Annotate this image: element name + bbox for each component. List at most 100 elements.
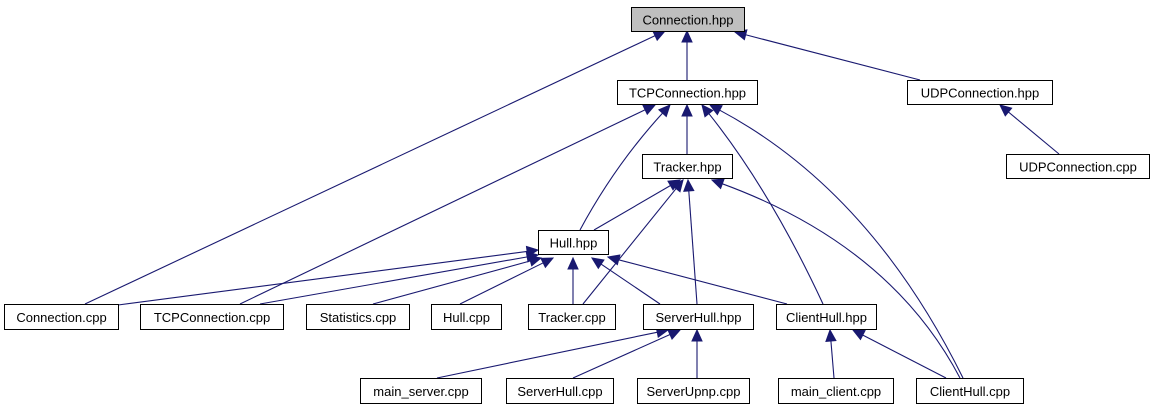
root-node-box[interactable] — [631, 7, 745, 32]
node-label: TCPConnection.cpp — [154, 310, 270, 325]
edge-line — [572, 333, 672, 379]
edge-main_client_cpp-to-clienthull_hpp — [825, 328, 837, 379]
node-box[interactable] — [907, 80, 1053, 105]
node-box[interactable] — [506, 378, 614, 404]
arrowhead-icon — [590, 257, 605, 270]
arrowhead-icon — [999, 104, 1013, 117]
node-box[interactable] — [643, 304, 754, 330]
arrowhead-icon — [528, 255, 543, 267]
node-serverupnp-cpp[interactable]: ServerUpnp.cpp — [637, 378, 750, 404]
node-box[interactable] — [1006, 154, 1150, 179]
arrowhead-icon — [691, 328, 703, 342]
edge-line — [436, 331, 659, 379]
arrowhead-icon — [606, 254, 621, 266]
edge-hull_hpp-to-tcpconnection_hpp — [579, 104, 671, 231]
node-box[interactable] — [617, 80, 758, 105]
edge-udpconnection_hpp-to-connection_hpp — [733, 29, 921, 81]
node-box[interactable] — [4, 304, 119, 330]
node-box[interactable] — [528, 304, 616, 330]
edge-hull_hpp-to-tracker_hpp — [593, 179, 682, 231]
arrowhead-icon — [671, 179, 684, 193]
edge-line — [830, 339, 835, 379]
edge-line — [459, 261, 545, 305]
edge-tracker_cpp-to-tracker_hpp — [582, 179, 684, 305]
edge-tcpconnection_cpp-to-tcpconnection_hpp — [239, 104, 657, 305]
arrowhead-icon — [851, 329, 866, 341]
edge-tracker_cpp-to-hull_hpp — [567, 256, 579, 304]
edge-clienthull_hpp-to-hull_hpp — [606, 254, 788, 305]
node-label: Hull.cpp — [443, 310, 490, 325]
edge-line — [259, 256, 529, 305]
node-box[interactable] — [637, 378, 750, 404]
node-label: Hull.hpp — [550, 236, 598, 251]
node-label: UDPConnection.cpp — [1019, 160, 1137, 175]
node-box[interactable] — [778, 378, 894, 404]
node-tcpconnection-hpp[interactable]: TCPConnection.hpp — [617, 80, 758, 105]
node-box[interactable] — [360, 378, 482, 404]
node-tcpconnection-cpp[interactable]: TCPConnection.cpp — [140, 304, 284, 330]
node-box[interactable] — [306, 304, 410, 330]
edge-serverupnp_cpp-to-serverhull_hpp — [691, 328, 703, 378]
arrowhead-icon — [681, 103, 693, 117]
node-box[interactable] — [538, 230, 609, 255]
arrowhead-icon — [710, 178, 725, 190]
edge-serverhull_hpp-to-hull_hpp — [590, 257, 661, 305]
node-box[interactable] — [140, 304, 284, 330]
node-connection-hpp[interactable]: Connection.hpp — [631, 7, 745, 32]
edge-line — [617, 259, 788, 305]
arrowhead-icon — [825, 328, 837, 342]
node-main-server-cpp[interactable]: main_server.cpp — [360, 378, 482, 404]
node-statistics-cpp[interactable]: Statistics.cpp — [306, 304, 410, 330]
edge-tcpconnection_cpp-to-hull_hpp — [259, 251, 540, 305]
node-label: Connection.hpp — [642, 13, 733, 28]
node-clienthull-cpp[interactable]: ClientHull.cpp — [916, 378, 1024, 404]
edge-clienthull_cpp-to-tracker_hpp — [710, 178, 961, 379]
node-label: UDPConnection.hpp — [921, 86, 1040, 101]
edge-clienthull_cpp-to-clienthull_hpp — [851, 329, 947, 379]
node-box[interactable] — [431, 304, 502, 330]
edge-line — [593, 184, 672, 231]
edge-line — [721, 182, 961, 379]
edge-udpconnection_cpp-to-udpconnection_hpp — [999, 104, 1060, 155]
arrowhead-icon — [681, 29, 693, 43]
arrowhead-icon — [701, 104, 714, 118]
node-tracker-hpp[interactable]: Tracker.hpp — [642, 154, 733, 179]
node-box[interactable] — [642, 154, 733, 179]
arrowhead-icon — [652, 30, 667, 42]
node-serverhull-cpp[interactable]: ServerHull.cpp — [506, 378, 614, 404]
node-label: Tracker.hpp — [653, 160, 721, 175]
node-hull-cpp[interactable]: Hull.cpp — [431, 304, 502, 330]
node-label: Statistics.cpp — [320, 310, 397, 325]
edge-serverhull_cpp-to-serverhull_hpp — [572, 329, 682, 379]
edge-connection_cpp-to-connection_hpp — [84, 30, 667, 305]
arrowhead-icon — [567, 256, 579, 270]
arrowhead-icon — [708, 104, 723, 116]
edge-hull_cpp-to-hull_hpp — [459, 257, 555, 305]
edge-serverhull_hpp-to-tracker_hpp — [683, 178, 698, 305]
edge-line — [84, 34, 657, 305]
arrowhead-icon — [657, 104, 671, 118]
node-label: ServerHull.hpp — [656, 310, 742, 325]
edges-layer — [84, 29, 1060, 379]
node-box[interactable] — [916, 378, 1024, 404]
edge-line — [1007, 110, 1060, 155]
node-udpconnection-cpp[interactable]: UDPConnection.cpp — [1006, 154, 1150, 179]
node-connection-cpp[interactable]: Connection.cpp — [4, 304, 119, 330]
node-box[interactable] — [776, 304, 877, 330]
node-main-client-cpp[interactable]: main_client.cpp — [778, 378, 894, 404]
node-label: Tracker.cpp — [538, 310, 605, 325]
edge-line — [718, 109, 964, 379]
edge-line — [579, 112, 664, 231]
edge-clienthull_cpp-to-tcpconnection_hpp — [708, 104, 964, 379]
node-serverhull-hpp[interactable]: ServerHull.hpp — [643, 304, 754, 330]
edge-line — [599, 263, 661, 305]
node-hull-hpp[interactable]: Hull.hpp — [538, 230, 609, 255]
node-tracker-cpp[interactable]: Tracker.cpp — [528, 304, 616, 330]
edge-line — [117, 250, 529, 306]
node-udpconnection-hpp[interactable]: UDPConnection.hpp — [907, 80, 1053, 105]
node-label: main_server.cpp — [373, 384, 468, 399]
node-clienthull-hpp[interactable]: ClientHull.hpp — [776, 304, 877, 330]
node-label: ServerHull.cpp — [517, 384, 602, 399]
edge-line — [707, 112, 824, 305]
